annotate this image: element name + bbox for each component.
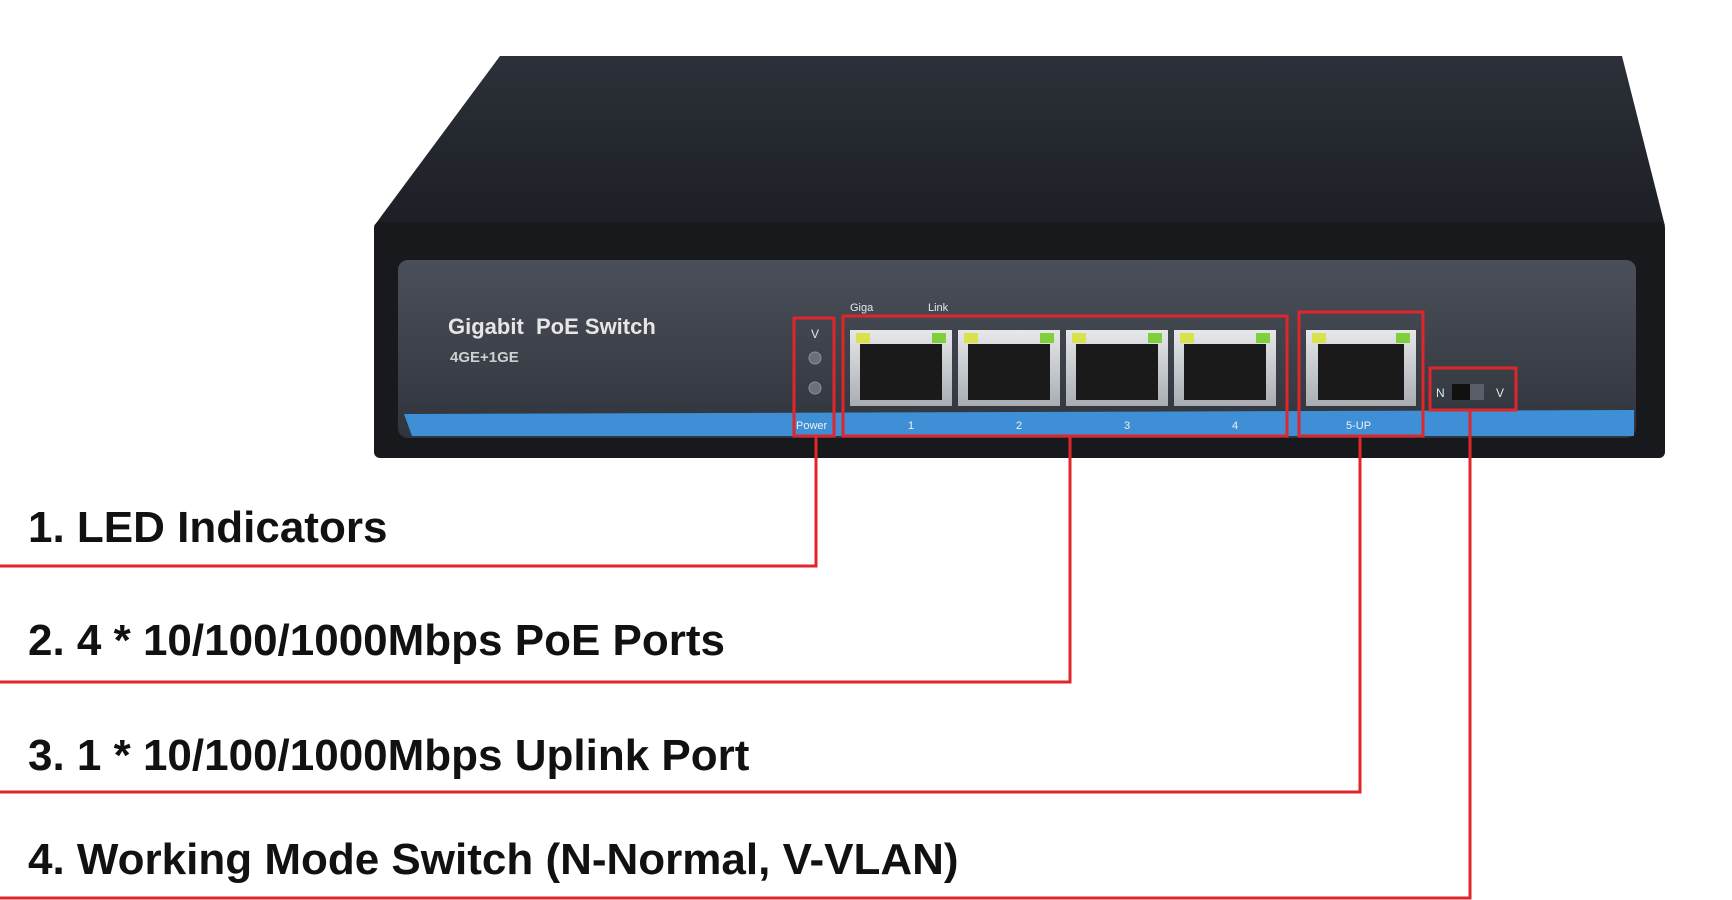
highlight-mode-switch <box>1428 366 1518 412</box>
mode-switch: N V <box>1436 384 1504 400</box>
highlight-poe-ports <box>841 314 1289 438</box>
port-header-link: Link <box>928 302 949 314</box>
callout-led-indicators: 1. LED Indicators <box>28 503 388 552</box>
chassis-top <box>374 56 1665 226</box>
led-green-icon <box>932 333 946 343</box>
led-green-icon <box>1256 333 1270 343</box>
led-green-icon <box>1148 333 1162 343</box>
led-power-label: Power <box>796 420 828 432</box>
port-number: 3 <box>1124 420 1130 432</box>
led-yellow-icon <box>1180 333 1194 343</box>
leader-line-2 <box>0 436 1072 684</box>
leader-line-1 <box>0 436 818 568</box>
led-yellow-icon <box>964 333 978 343</box>
led-v-icon <box>808 351 822 365</box>
port-number: 1 <box>908 420 914 432</box>
port-jack <box>1318 344 1404 400</box>
led-green-icon <box>1396 333 1410 343</box>
mode-switch-v-label: V <box>1496 386 1504 400</box>
led-yellow-icon <box>1312 333 1326 343</box>
port-number: 2 <box>1016 420 1022 432</box>
port-jack <box>860 344 942 400</box>
leader-line-4 <box>0 410 1472 900</box>
uplink-label: 5-UP <box>1346 420 1371 432</box>
poe-port-1: 1 <box>850 330 952 432</box>
callout-poe-ports: 2. 4 * 10/100/1000Mbps PoE Ports <box>28 616 726 665</box>
accent-stripe <box>404 410 1634 436</box>
port-jack <box>968 344 1050 400</box>
model-text: 4GE+1GE <box>450 349 519 366</box>
mode-switch-n-label: N <box>1436 386 1445 400</box>
port-jack <box>1184 344 1266 400</box>
led-green-icon <box>1040 333 1054 343</box>
port-header-giga: Giga <box>850 302 874 314</box>
poe-port-4: 4 <box>1174 330 1276 432</box>
led-power-icon <box>808 381 822 395</box>
port-jack <box>1076 344 1158 400</box>
uplink-port: 5-UP <box>1306 330 1416 432</box>
led-yellow-icon <box>1072 333 1086 343</box>
callout-mode-switch: 4. Working Mode Switch (N-Normal, V-VLAN… <box>28 835 959 884</box>
brand-text: Gigabit PoE Switch <box>448 314 656 339</box>
mode-switch-knob <box>1470 384 1484 400</box>
port-number: 4 <box>1232 420 1238 432</box>
leader-line-3 <box>0 436 1362 794</box>
poe-port-3: 3 <box>1066 330 1168 432</box>
callout-uplink-port: 3. 1 * 10/100/1000Mbps Uplink Port <box>28 731 750 780</box>
led-v-label: V <box>811 327 819 341</box>
highlight-boxes <box>792 310 1518 438</box>
highlight-led <box>792 316 836 438</box>
poe-ports: 1 2 3 4 <box>850 330 1276 432</box>
poe-port-2: 2 <box>958 330 1060 432</box>
led-indicators: V Power <box>796 327 828 432</box>
leader-lines <box>0 410 1472 900</box>
led-yellow-icon <box>856 333 870 343</box>
